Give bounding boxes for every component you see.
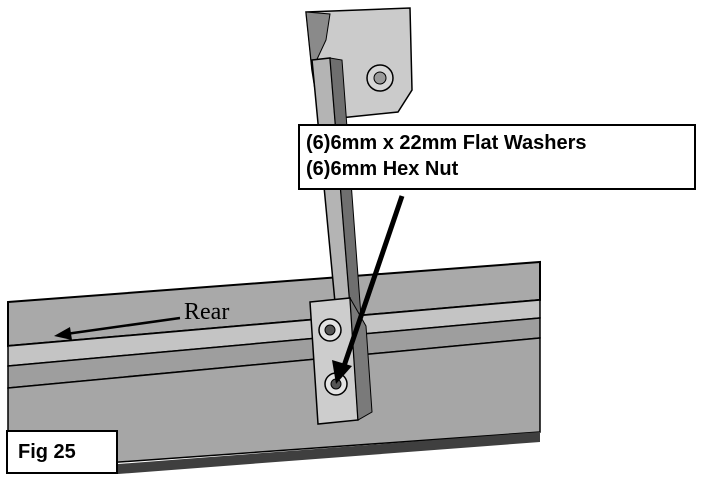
callout-leader-arrowhead: [332, 360, 352, 384]
figure-label: Fig 25: [6, 430, 118, 474]
rear-arrow-head: [54, 327, 72, 340]
callout-leader-line: [341, 195, 405, 367]
parts-callout-box: (6)6mm x 22mm Flat Washers (6)6mm Hex Nu…: [298, 124, 696, 190]
rail-bottom-shadow: [118, 432, 540, 474]
rear-arrow-line: [65, 316, 181, 336]
bracket-top-shadow: [305, 11, 331, 72]
callout-washers-text: (6)6mm x 22mm Flat Washers: [306, 132, 587, 154]
top-nut-center: [373, 71, 387, 85]
callout-hex-nut-text: (6)6mm Hex Nut: [306, 158, 459, 180]
upright-bracket: [305, 7, 413, 335]
rear-direction-label: Rear: [184, 299, 230, 325]
upper-bolt-nut: [324, 324, 336, 336]
rail: [7, 260, 541, 474]
